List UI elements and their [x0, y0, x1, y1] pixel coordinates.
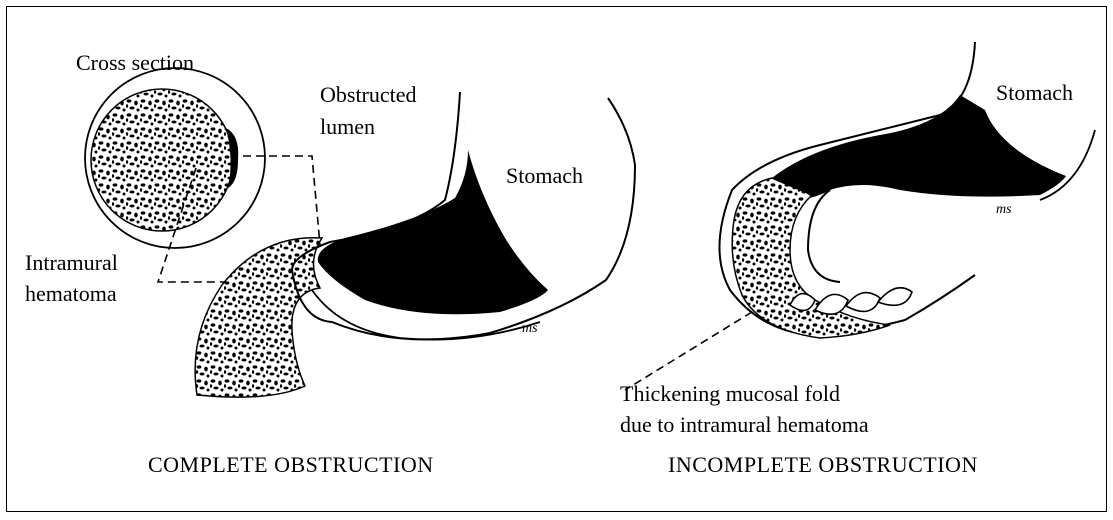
label-intramural-line2: hematoma — [25, 281, 117, 307]
label-thickening-line1: Thickening mucosal fold — [620, 381, 840, 407]
label-thickening-line2: due to intramural hematoma — [620, 412, 869, 438]
cross-section-circle — [85, 68, 265, 248]
label-obstructed-line1: Obstructed — [320, 82, 417, 108]
label-obstructed-line2: lumen — [320, 114, 375, 140]
label-intramural-line1: Intramural — [25, 250, 118, 276]
thickening-pointer-line — [625, 312, 752, 390]
duodenum-hematoma-right — [732, 178, 890, 338]
duodenum-hematoma-left — [195, 238, 322, 397]
caption-incomplete-obstruction: INCOMPLETE OBSTRUCTION — [668, 452, 978, 478]
label-cross-section: Cross section — [76, 50, 194, 76]
caption-complete-obstruction: COMPLETE OBSTRUCTION — [148, 452, 434, 478]
signature-left: ms — [522, 321, 538, 336]
label-stomach-right: Stomach — [996, 80, 1073, 106]
label-stomach-left: Stomach — [506, 163, 583, 189]
signature-right: ms — [996, 202, 1012, 217]
